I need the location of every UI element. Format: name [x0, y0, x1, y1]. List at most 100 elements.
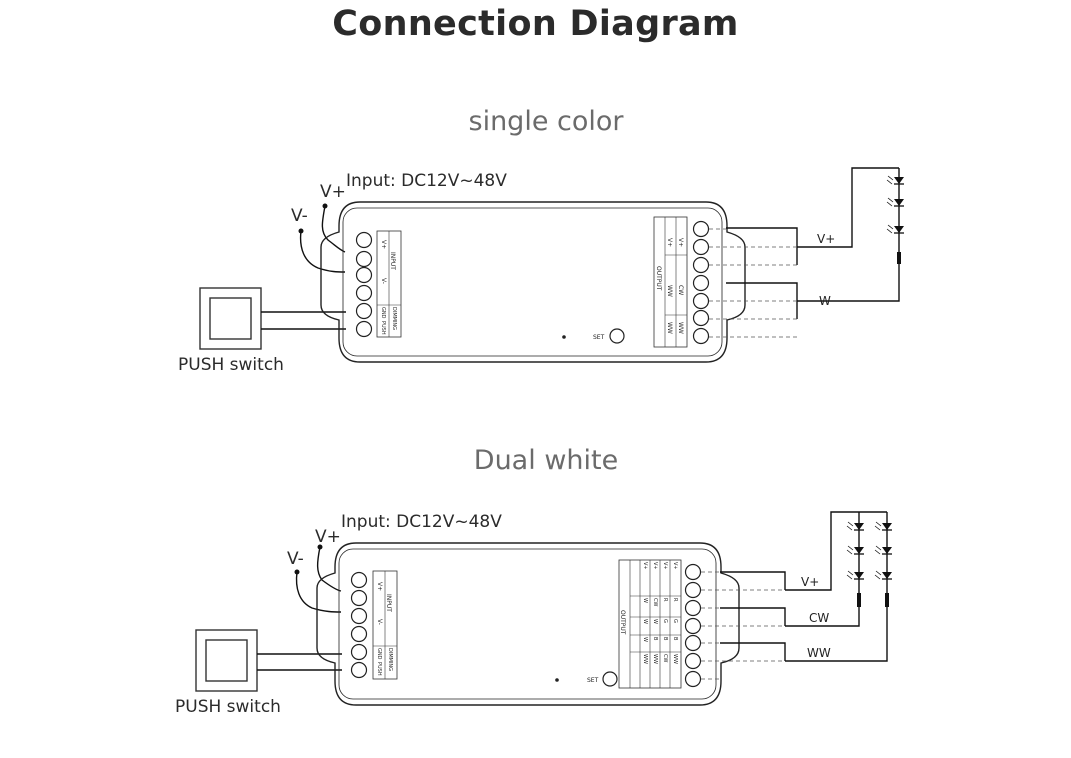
- dimming-header-label: DIMMING: [391, 307, 397, 330]
- controller-housing: [320, 201, 746, 363]
- input-pin-v-minus: V-: [376, 619, 383, 625]
- output-d2-g3-c2: W: [652, 619, 658, 624]
- led-diode-icon: [846, 570, 864, 580]
- push-switch-button: [209, 297, 252, 340]
- led-diode-icon: [874, 521, 892, 531]
- wire-label-v-plus: V+: [817, 232, 835, 246]
- resistor-icon: [885, 593, 889, 607]
- input-label-panel: INPUT V+ V- DIMMING GND PUSH: [376, 230, 402, 338]
- controller-housing: [316, 542, 740, 706]
- output-label-panel: OUTPUT: [618, 559, 682, 689]
- v-minus-label: V-: [291, 206, 308, 226]
- diagram-1-subtitle: single color: [468, 106, 624, 137]
- v-minus-label: V-: [287, 549, 304, 569]
- output-d2-g5-c4: WW: [672, 654, 678, 664]
- led-diode-icon: [846, 521, 864, 531]
- input-pin-v-plus: V+: [380, 240, 387, 249]
- led-diode-icon: [846, 545, 864, 555]
- input-header-label: INPUT: [385, 594, 392, 612]
- resistor-icon: [897, 252, 901, 264]
- v-minus-terminal-dot: [298, 228, 304, 234]
- diagram-dual-white: Input: DC12V~48V V+ V- PUSH switch INPUT…: [175, 511, 892, 717]
- output-d2-g2-c2: CW: [652, 598, 658, 606]
- output-d1-c2-r1: WW: [666, 285, 673, 297]
- dimming-header-label: DIMMING: [387, 648, 393, 671]
- output-d2-g1-c2: V+: [652, 562, 658, 570]
- dimming-pin-gnd: GND: [376, 648, 382, 660]
- resistor-icon: [857, 593, 861, 607]
- output-d2-g5-c2: WW: [652, 654, 658, 664]
- status-led-dot: [562, 335, 566, 339]
- input-pin-v-plus: V+: [376, 582, 383, 591]
- output-d2-g5-c3: CW: [662, 654, 668, 662]
- v-minus-terminal-dot: [294, 569, 300, 575]
- output-d2-g5-c1: WW: [642, 654, 648, 664]
- output-d2-g1-c4: V+: [672, 562, 678, 570]
- led-diode-icon: [886, 175, 904, 185]
- output-d1-c2-r2: CW: [677, 285, 684, 295]
- output-d2-g4-c4: B: [672, 637, 678, 641]
- push-switch: [199, 287, 262, 350]
- push-switch-button: [205, 639, 248, 682]
- led-diode-icon: [886, 197, 904, 207]
- dimming-pin-push: PUSH: [380, 321, 386, 335]
- wire-label-cw: CW: [809, 611, 829, 625]
- wire-label-w: W: [819, 294, 831, 308]
- output-d2-g4-c1: W: [642, 637, 648, 642]
- led-diode-icon: [874, 545, 892, 555]
- input-label-panel: INPUT V+ V- DIMMING GND PUSH: [372, 570, 398, 680]
- dimming-pin-push: PUSH: [376, 662, 382, 676]
- set-button-label: SET: [587, 677, 599, 684]
- input-header-label: INPUT: [389, 252, 396, 270]
- v-plus-label: V+: [315, 527, 341, 547]
- output-d2-g2-c3: R: [662, 598, 668, 602]
- led-diode-icon: [874, 570, 892, 580]
- set-button: [609, 328, 625, 344]
- page-title: Connection Diagram: [332, 4, 739, 44]
- output-d2-g1-c3: V+: [662, 562, 668, 570]
- push-switch: [195, 629, 258, 692]
- output-label-panel: OUTPUT V+ V+ WW CW WW WW: [653, 216, 688, 348]
- led-string-ww: [874, 512, 892, 607]
- output-d1-c1-r2: V+: [677, 238, 684, 247]
- output-d2-g2-c1: W: [642, 598, 648, 603]
- diagram-single-color: Input: DC12V~48V V+ V- PUSH switch: [178, 167, 904, 375]
- output-d1-c1-r1: V+: [666, 238, 673, 247]
- led-string-cw: [846, 512, 864, 607]
- output-header-label: OUTPUT: [655, 266, 662, 291]
- output-d2-g3-c4: G: [672, 619, 678, 623]
- output-d2-g4-c2: B: [652, 637, 658, 641]
- wire-label-v-plus: V+: [801, 575, 819, 589]
- output-d2-g3-c3: G: [662, 619, 668, 623]
- input-voltage-label: Input: DC12V~48V: [341, 512, 502, 532]
- input-terminal-block: [350, 571, 368, 679]
- output-terminal-block: [684, 563, 702, 688]
- led-diode-icon: [886, 224, 904, 234]
- dimming-pin-gnd: GND: [380, 307, 386, 319]
- v-plus-terminal-dot: [322, 203, 328, 209]
- output-wiring: [709, 167, 900, 338]
- wire-label-ww: WW: [807, 646, 831, 660]
- output-d2-g4-c3: B: [662, 637, 668, 641]
- input-power-wires: [298, 203, 346, 273]
- input-pin-v-minus: V-: [380, 278, 387, 284]
- input-voltage-label: Input: DC12V~48V: [346, 171, 507, 191]
- diagram-2-subtitle: Dual white: [473, 445, 619, 476]
- led-string: [886, 168, 904, 264]
- output-d2-g2-c4: R: [672, 598, 678, 602]
- status-led-dot: [555, 678, 559, 682]
- push-switch-label: PUSH switch: [178, 355, 284, 375]
- v-plus-label: V+: [320, 182, 346, 202]
- push-switch-label: PUSH switch: [175, 697, 281, 717]
- set-button-label: SET: [593, 334, 605, 341]
- set-button: [602, 671, 618, 687]
- output-header-label: OUTPUT: [619, 610, 626, 635]
- output-d2-g1-c1: V+: [642, 562, 648, 570]
- output-d1-c3-r1: WW: [666, 322, 673, 334]
- output-d1-c3-r2: WW: [677, 322, 684, 334]
- output-terminal-block: [692, 220, 710, 345]
- input-terminal-block: [355, 231, 373, 338]
- v-plus-terminal-dot: [317, 544, 323, 550]
